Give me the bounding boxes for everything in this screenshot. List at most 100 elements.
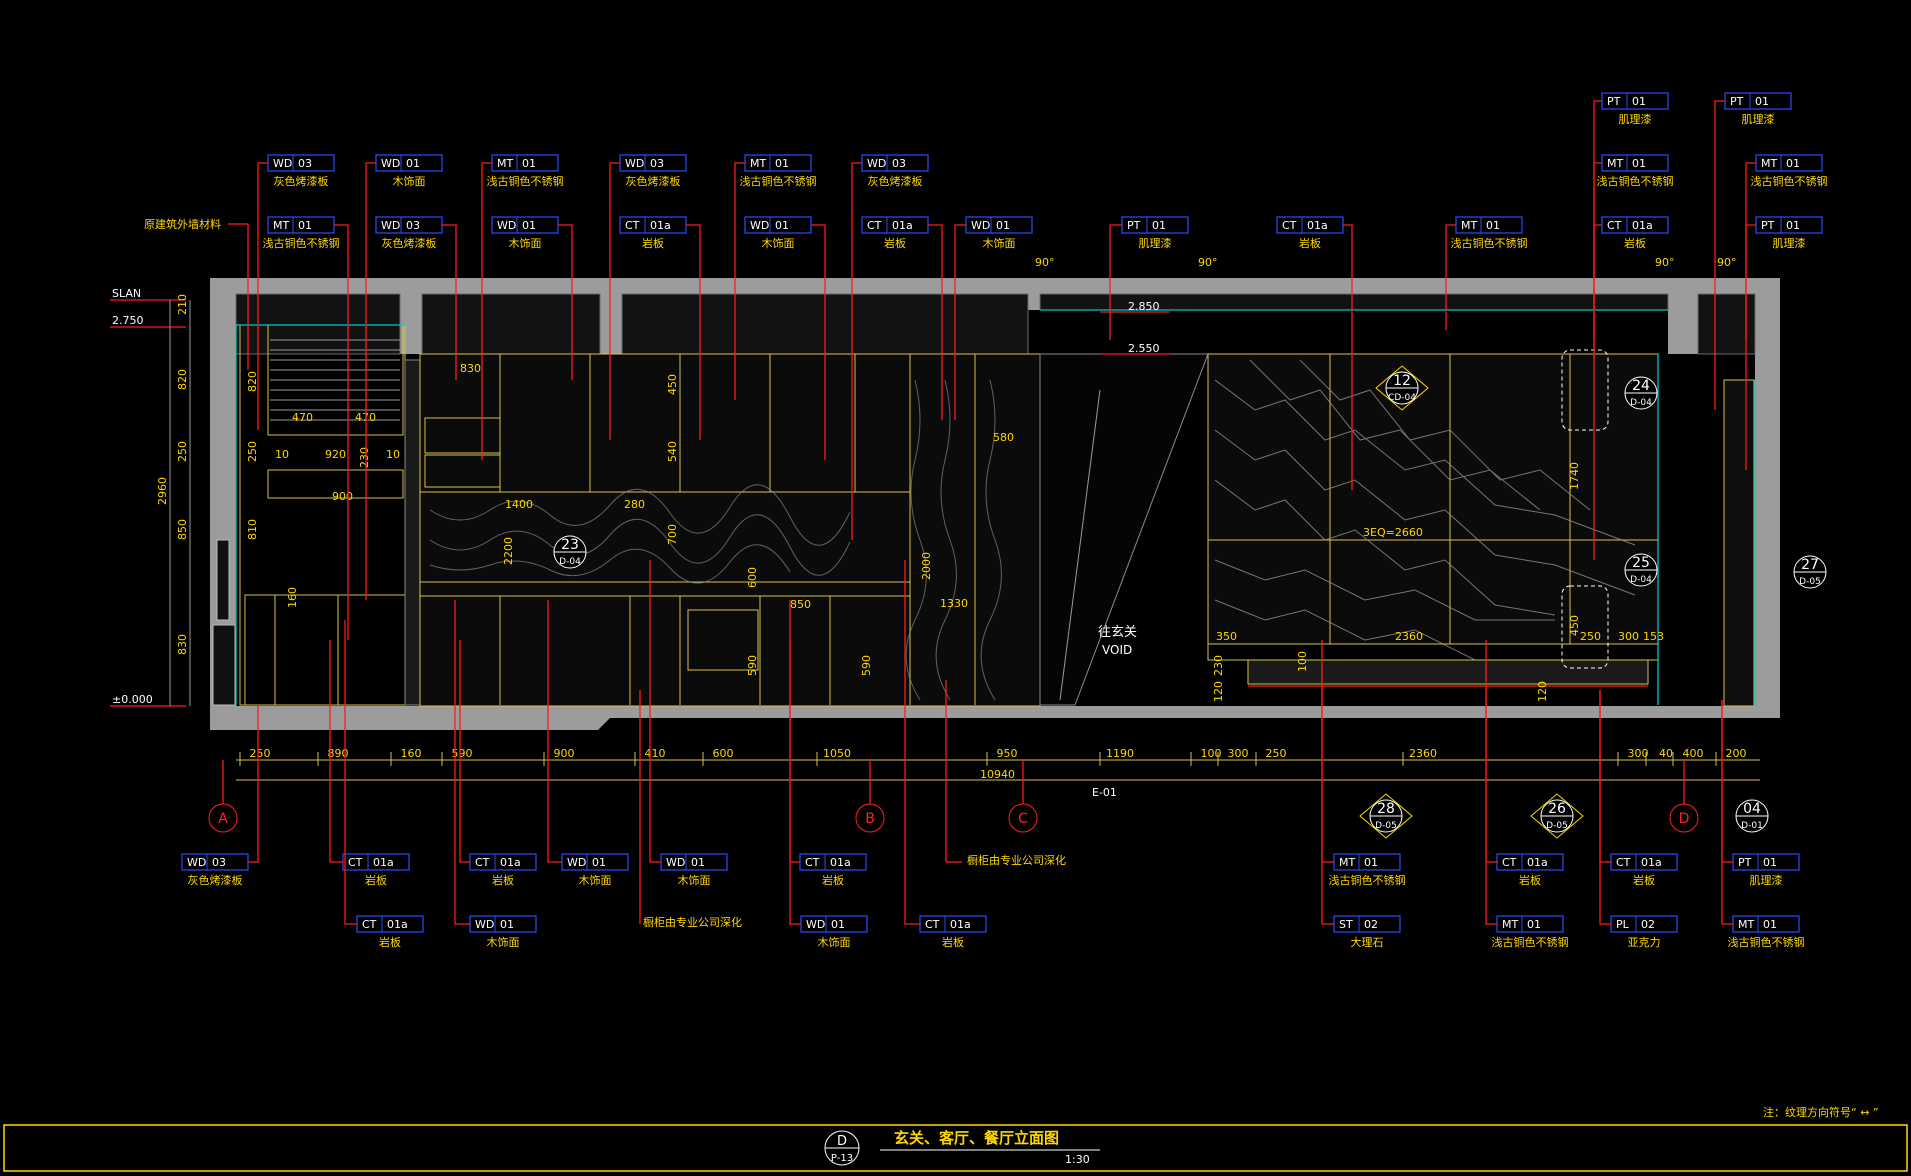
bottom-dim: 1050 xyxy=(823,747,851,760)
tag-code: PL xyxy=(1616,918,1630,931)
void-text-1: 往玄关 xyxy=(1098,625,1137,640)
dim-10b: 10 xyxy=(386,448,400,461)
section-ref-sheet: D-05 xyxy=(1799,577,1821,587)
tag-number: 01 xyxy=(298,219,312,232)
tag-code: WD xyxy=(381,157,400,170)
grid-b: B xyxy=(865,811,875,827)
tag-code: CT xyxy=(362,918,377,931)
dim-810: 810 xyxy=(246,519,259,540)
tag-code: MT xyxy=(750,157,766,170)
tag-caption: 浅古铜色不锈钢 xyxy=(263,236,340,250)
tag-caption: 灰色烤漆板 xyxy=(274,174,329,188)
tag-code: PT xyxy=(1607,95,1621,108)
material-tag: MT 01 浅古铜色不锈钢 xyxy=(263,216,349,640)
tag-code: MT xyxy=(1502,918,1518,931)
void-annotation: 往玄关 VOID xyxy=(1098,625,1137,657)
dim-830: 830 xyxy=(460,362,481,375)
bottom-dim: 400 xyxy=(1683,747,1704,760)
dim-250-inner: 250 xyxy=(1580,630,1601,643)
dim-590b: 590 xyxy=(860,655,873,676)
bottom-dim: 160 xyxy=(401,747,422,760)
dim-120a: 120 xyxy=(1212,681,1225,702)
tag-code: CT xyxy=(925,918,940,931)
cabinet-note-1: 橱柜由专业公司深化 xyxy=(967,853,1066,867)
section-ref-symbol: 27D-05 xyxy=(1793,555,1827,589)
dim-450: 450 xyxy=(666,374,679,395)
section-ref-symbol: 04D-01 xyxy=(1735,799,1769,833)
bottom-dim: 950 xyxy=(997,747,1018,760)
tag-code: MT xyxy=(1461,219,1477,232)
section-ref-number: 04 xyxy=(1743,801,1761,817)
tag-code: MT xyxy=(497,157,513,170)
section-ref-symbol: 26D-05 xyxy=(1530,793,1584,839)
tag-number: 01 xyxy=(1763,856,1777,869)
tag-code: WD xyxy=(750,219,769,232)
tag-caption: 岩板 xyxy=(884,236,906,250)
cabinetry-left xyxy=(212,324,421,706)
tag-code: PT xyxy=(1738,856,1752,869)
dim-540: 540 xyxy=(666,441,679,462)
level-0: ±0.000 xyxy=(112,693,153,706)
section-ref-symbol: 23D-04 xyxy=(553,535,587,569)
tag-caption: 岩板 xyxy=(1624,236,1646,250)
tag-number: 03 xyxy=(650,157,664,170)
total-height: 2960 xyxy=(156,477,169,505)
dim-280: 280 xyxy=(624,498,645,511)
dim-1400: 1400 xyxy=(505,498,533,511)
tag-number: 01 xyxy=(406,157,420,170)
tag-number: 03 xyxy=(892,157,906,170)
dim-230: 230 xyxy=(358,447,371,468)
level-marks: SLAN 2.750 ±0.000 2.850 2.550 xyxy=(110,287,1170,707)
grid-bubbles: A B C D xyxy=(208,760,1699,833)
title-symbol-sheet: P-13 xyxy=(831,1153,853,1164)
tag-code: CT xyxy=(1282,219,1297,232)
tag-code: PT xyxy=(1127,219,1141,232)
dim-2000: 2000 xyxy=(920,552,933,580)
section-ref-number: 23 xyxy=(561,537,579,553)
dim-120b: 120 xyxy=(1536,681,1549,702)
tag-code: MT xyxy=(1738,918,1754,931)
tag-code: CT xyxy=(348,856,363,869)
level-2550: 2.550 xyxy=(1128,342,1160,355)
drawing-scale: 1:30 xyxy=(1065,1153,1090,1166)
tag-number: 01a xyxy=(387,918,408,931)
bottom-dim: 590 xyxy=(452,747,473,760)
dim-350: 350 xyxy=(1216,630,1237,643)
section-ref-sheet: D-04 xyxy=(1630,575,1652,585)
tag-caption: 灰色烤漆板 xyxy=(626,174,681,188)
grid-c: C xyxy=(1018,811,1028,827)
section-ref-number: 26 xyxy=(1548,801,1566,817)
tag-caption: 木饰面 xyxy=(393,174,426,188)
dim-470a: 470 xyxy=(292,411,313,424)
void-text-2: VOID xyxy=(1102,643,1132,657)
bottom-dim: 1190 xyxy=(1106,747,1134,760)
living-marble-wall xyxy=(1207,349,1756,707)
tag-caption: 亚克力 xyxy=(1628,936,1661,949)
tag-code: MT xyxy=(273,219,289,232)
total-dimension: 10940 xyxy=(980,768,1015,781)
tag-code: PT xyxy=(1730,95,1744,108)
cabinet-note-2: 橱柜由专业公司深化 xyxy=(643,915,742,929)
tag-number: 01 xyxy=(1763,918,1777,931)
bottom-dim: 100 xyxy=(1201,747,1222,760)
bottom-dim: 250 xyxy=(250,747,271,760)
texture-note: 注：纹理方向符号“ ↔ ” xyxy=(1763,1105,1879,1119)
tag-number: 01 xyxy=(1364,856,1378,869)
tag-number: 01 xyxy=(500,918,514,931)
tag-number: 01a xyxy=(650,219,671,232)
